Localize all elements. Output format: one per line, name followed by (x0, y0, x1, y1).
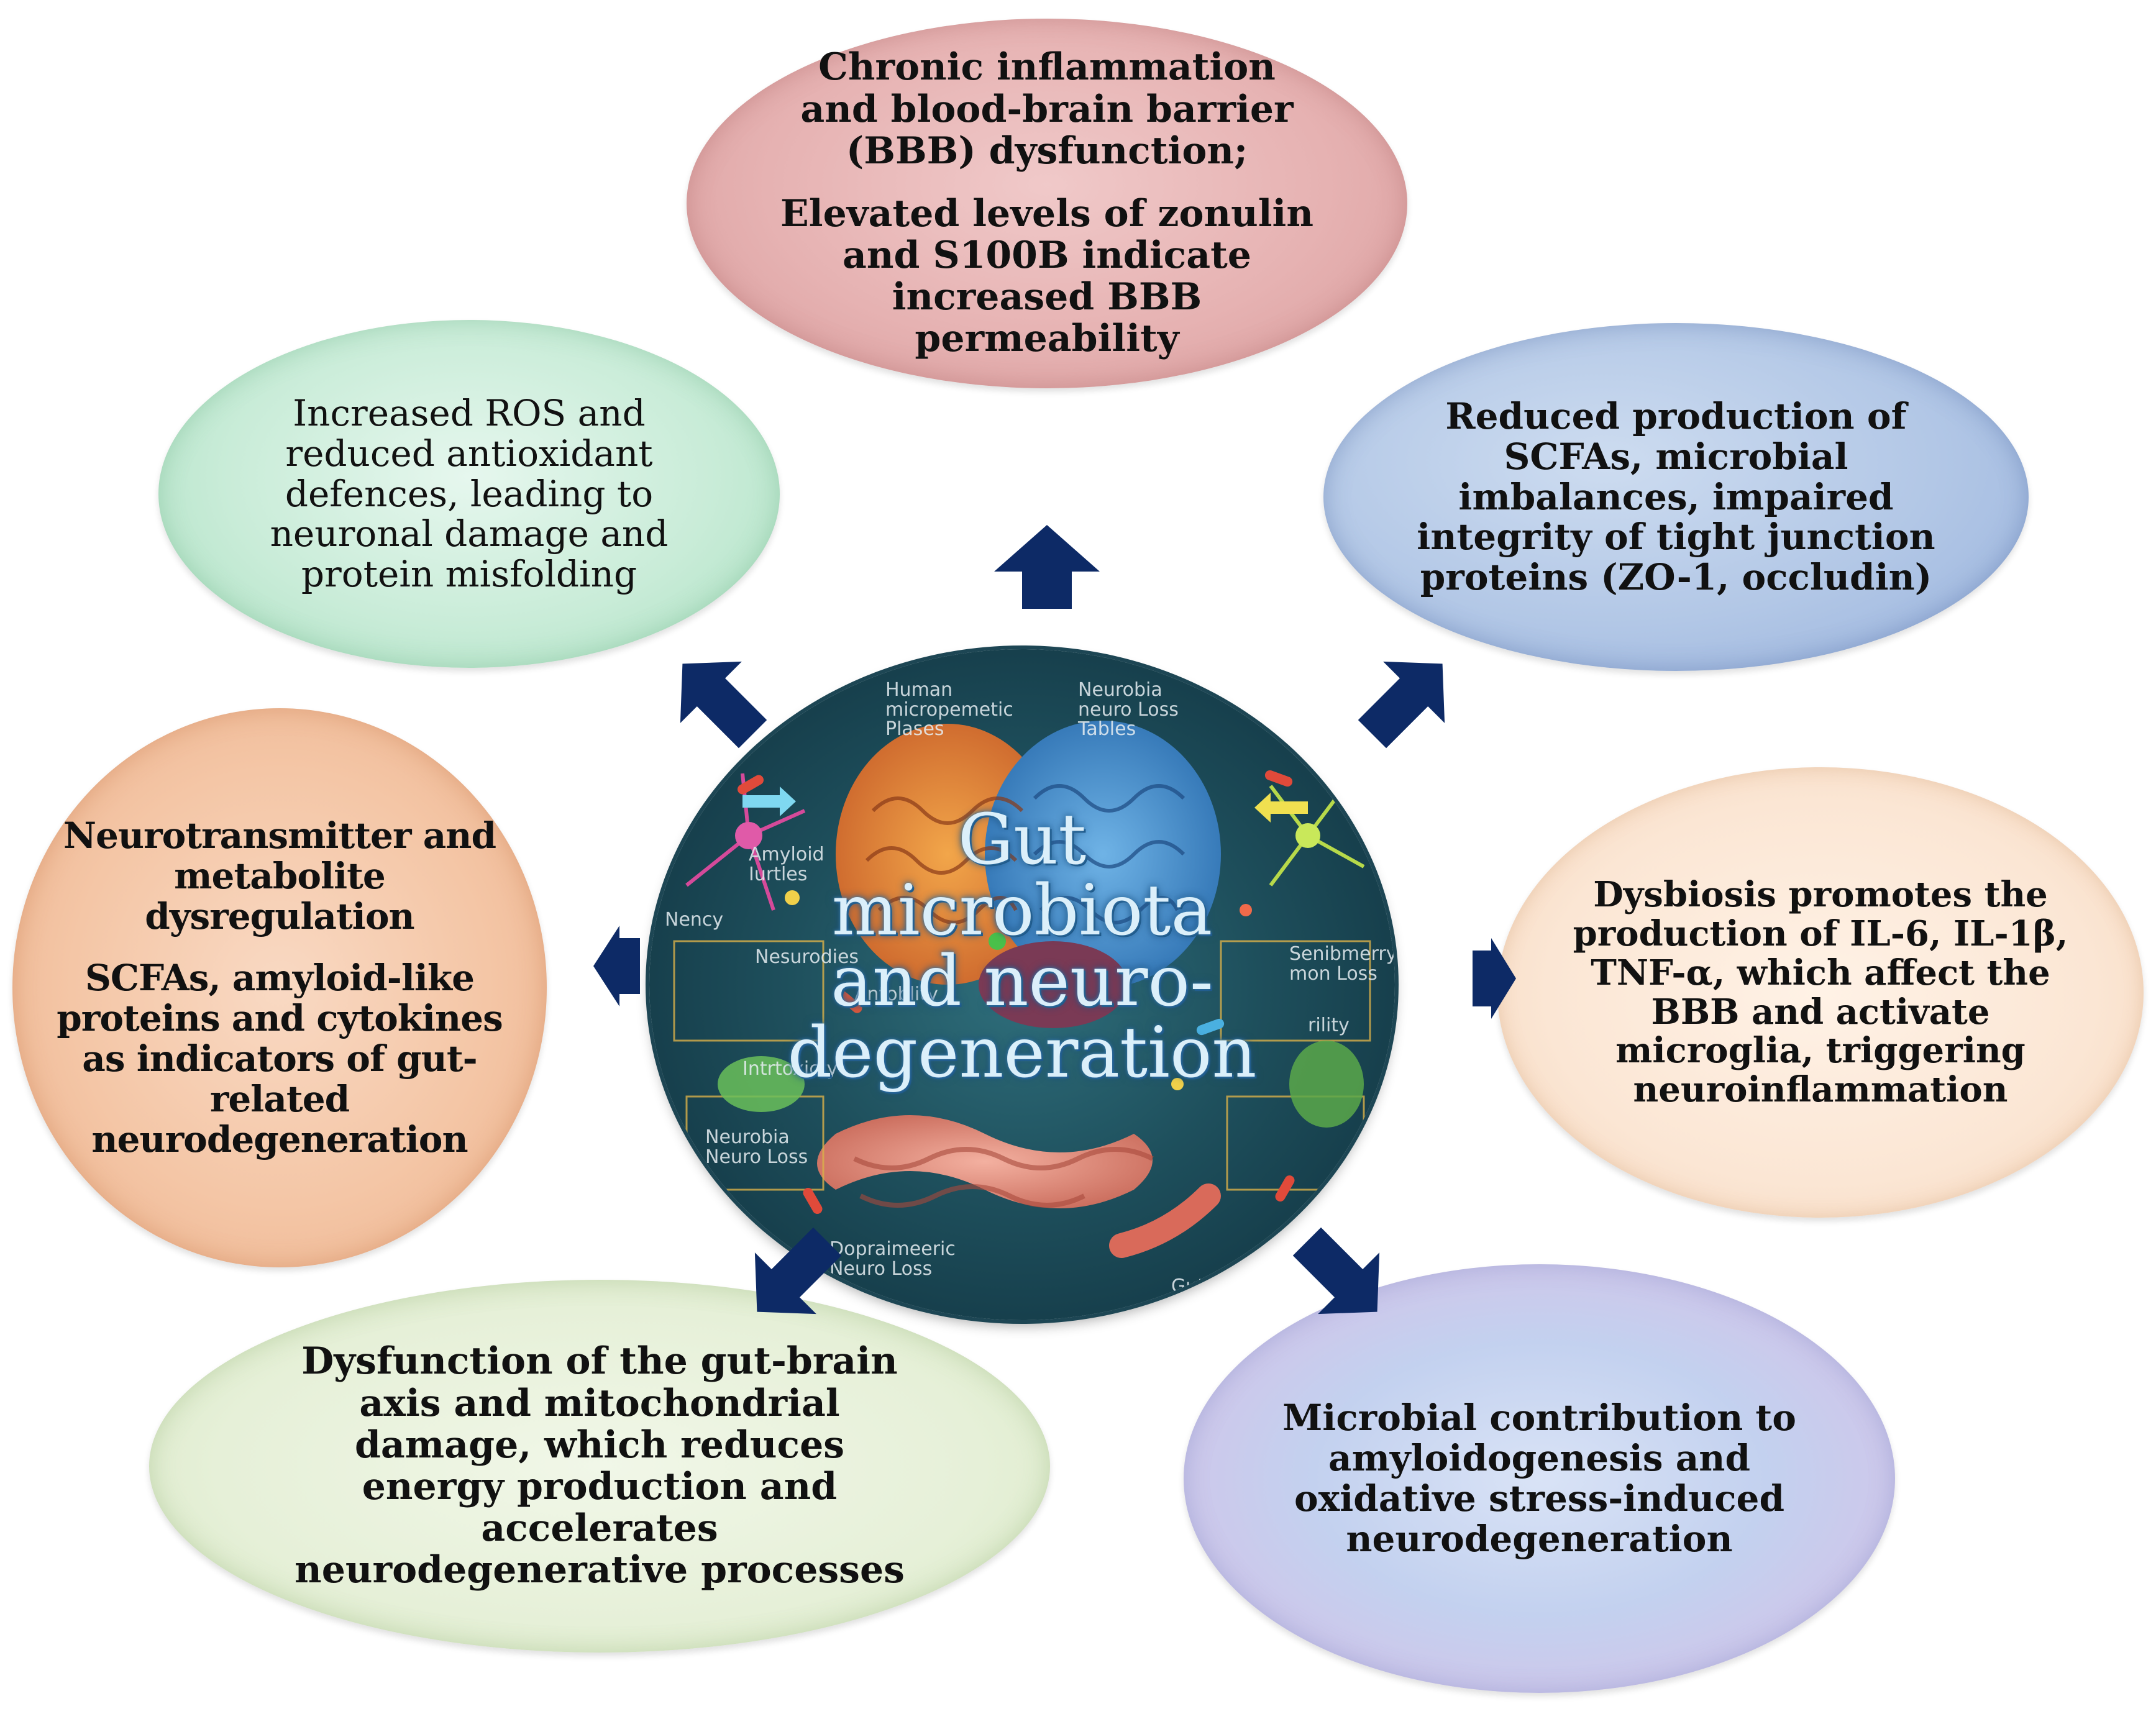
node-scfa-tight-junction: Reduced production of SCFAs, microbial i… (1323, 323, 2029, 671)
node-dysbiosis-cytokines-text: Dysbiosis promotes the production of IL-… (1573, 874, 2068, 1110)
microbe-particles (718, 770, 1364, 1214)
neuron-body-right (1295, 823, 1320, 848)
background-label-9: Gut-Brai (1171, 1275, 1248, 1297)
central-illustration (673, 721, 1371, 1258)
node-scfa-tight-junction-text: Reduced production of SCFAs, microbial i… (1417, 394, 1935, 599)
arrow-to-bottom-left-node (754, 1227, 842, 1315)
node-neurotransmitter-dysregulation-text-1: Neurotransmitter and metabolite dysregul… (63, 814, 496, 938)
inner-arrow-left (742, 787, 796, 816)
node-neurotransmitter-dysregulation: Neurotransmitter and metabolite dysregul… (12, 708, 547, 1267)
arrow-to-bottom-right-node (1292, 1227, 1380, 1315)
arrow-to-left-node (593, 926, 640, 1006)
neuron-body-left (735, 822, 762, 849)
background-label-4: Nesurodies (755, 946, 859, 968)
node-bbb-dysfunction-text-1: Chronic inflammation and blood-brain bar… (800, 45, 1294, 173)
node-bbb-dysfunction-text-2: Elevated levels of zonulin and S100B ind… (780, 191, 1313, 361)
central-title-line-2: microbiota (831, 870, 1213, 952)
central-title-line-4: degeneration (787, 1012, 1257, 1093)
node-ros-oxidative-text: Increased ROS and reduced antioxidant de… (270, 391, 669, 596)
inner-arrow-right (1254, 793, 1308, 823)
cerebellum (979, 941, 1128, 1028)
colon-tube (1109, 1183, 1221, 1258)
intestine-illustration (817, 1115, 1153, 1208)
arrow-to-top-node (994, 525, 1100, 609)
arrow-to-top-right-node (1358, 661, 1445, 749)
node-gut-brain-mitochondrial: Dysfunction of the gut-brain axis and mi… (149, 1280, 1050, 1653)
background-label-12: rility (1308, 1015, 1350, 1036)
central-title: Gut microbiota and neuro- degeneration (649, 805, 1395, 1088)
node-ros-oxidative: Increased ROS and reduced antioxidant de… (158, 320, 780, 668)
background-label-6: Intrtoxicty (742, 1058, 838, 1080)
arrow-to-right-node (1473, 938, 1516, 1019)
background-label-11: Nency (665, 909, 724, 931)
node-amyloidogenesis: Microbial contribution to amyloidogenesi… (1184, 1264, 1895, 1693)
central-title-line-1: Gut (957, 800, 1087, 880)
arrow-to-top-left-node (680, 661, 767, 749)
node-dysbiosis-cytokines: Dysbiosis promotes the production of IL-… (1497, 767, 2144, 1218)
node-amyloidogenesis-text: Microbial contribution to amyloidogenesi… (1282, 1397, 1796, 1560)
node-neurotransmitter-dysregulation-text-2: SCFAs, amyloid-like proteins and cytokin… (57, 957, 503, 1160)
node-gut-brain-mitochondrial-text: Dysfunction of the gut-brain axis and mi… (295, 1339, 905, 1592)
central-title-line-3: and neuro- (831, 941, 1213, 1023)
background-label-5: Antoblity (854, 983, 938, 1005)
node-bbb-dysfunction: Chronic inflammation and blood-brain bar… (687, 19, 1407, 388)
